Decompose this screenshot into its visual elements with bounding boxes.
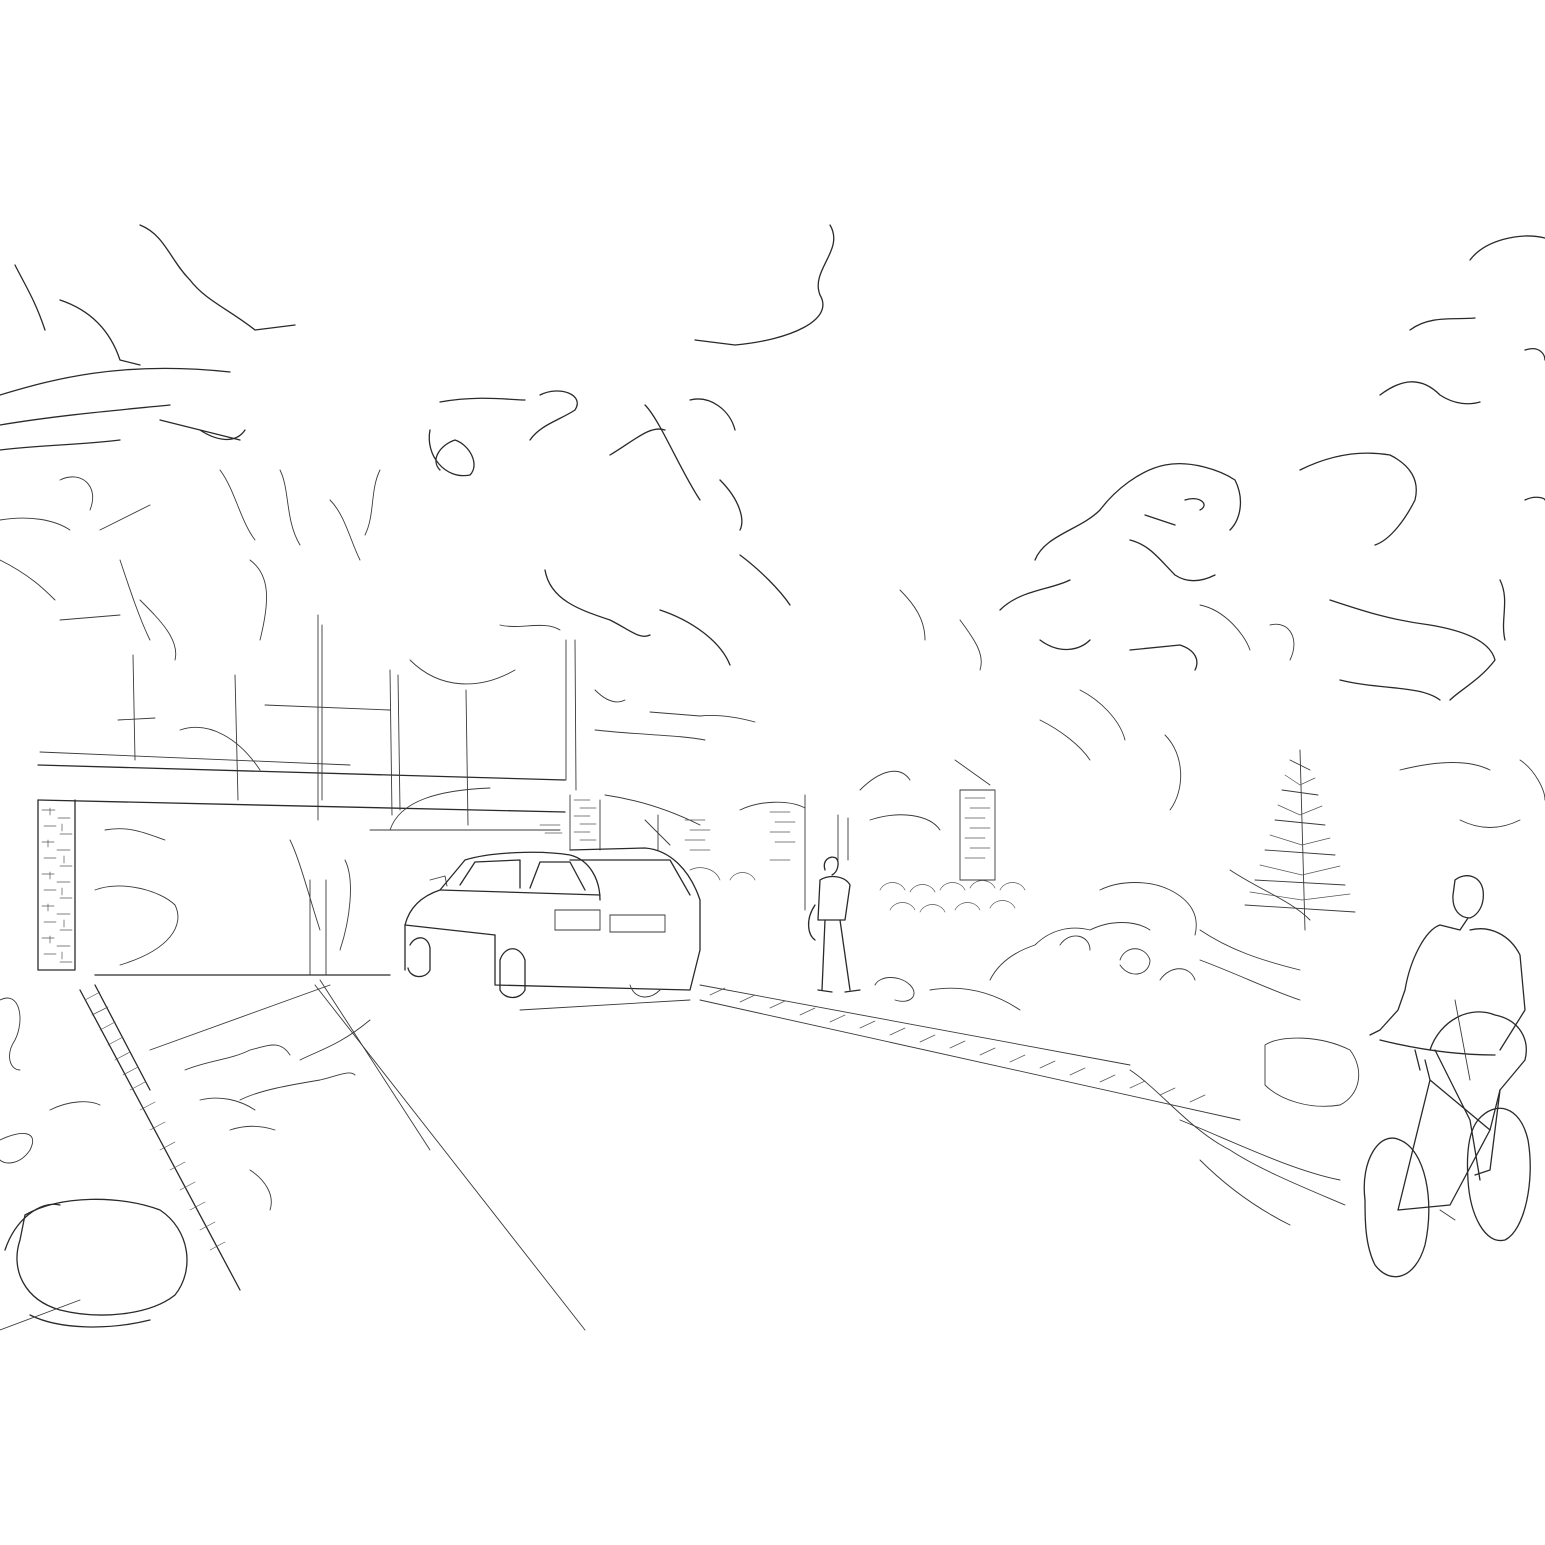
conifer-icon: [1199, 749, 1356, 1001]
building-icon: [37, 614, 577, 976]
tree-canopy-right: [899, 235, 1545, 828]
distant-buildings: [539, 759, 996, 911]
road: [79, 979, 1346, 1331]
shrub-icon: [0, 997, 371, 1331]
shrub-icon-right: [689, 867, 1360, 1107]
cyclist-icon: [1363, 875, 1531, 1278]
pedestrian-icon: [807, 856, 861, 993]
car-icon: [404, 847, 701, 1011]
tree-canopy-left: [0, 224, 475, 771]
tree-canopy-center: [409, 224, 835, 741]
